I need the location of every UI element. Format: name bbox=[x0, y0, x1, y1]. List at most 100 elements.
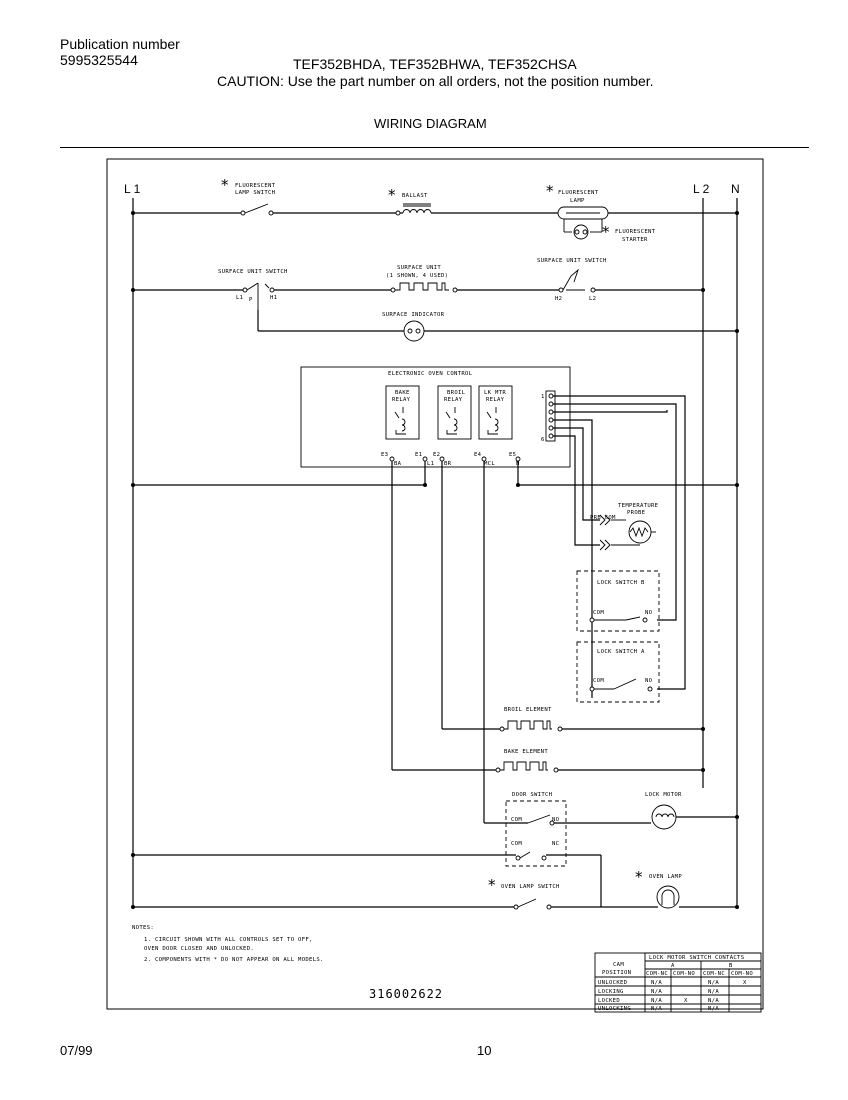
diagram-label: H2 bbox=[555, 296, 562, 302]
diagram-label: MCL bbox=[484, 461, 495, 467]
diagram-label: N/A bbox=[651, 980, 662, 986]
diagram-label: E4 bbox=[474, 452, 482, 458]
diagram-label: X bbox=[684, 998, 688, 1004]
oven-lamp-label: OVEN LAMP bbox=[649, 874, 682, 880]
diagram-label: * bbox=[602, 223, 610, 241]
diagram-label: N/A bbox=[708, 980, 719, 986]
diagram-label: COM bbox=[593, 610, 604, 616]
diagram-label: 6 bbox=[541, 437, 545, 443]
oven-lamp-switch-label: OVEN LAMP SWITCH bbox=[501, 884, 560, 890]
diagram-label: LAMP SWITCH bbox=[235, 190, 275, 196]
diagram-label: NO bbox=[552, 817, 560, 823]
l1-label: L 1 bbox=[124, 182, 141, 196]
diagram-label: * bbox=[388, 186, 396, 204]
diagram-label: UNLOCKED bbox=[598, 980, 628, 986]
notes-heading: NOTES: bbox=[132, 925, 154, 931]
lock-motor-switch-table: LOCK MOTOR SWITCH CONTACTS CAM POSITION … bbox=[594, 952, 762, 1013]
diagram-label: COM-NO bbox=[673, 971, 695, 977]
fluorescent-circuit: * FLUORESCENT LAMP SWITCH * BALLAST * FL… bbox=[131, 176, 739, 243]
diagram-label: H1 bbox=[270, 295, 277, 301]
diagram-label: LK MTR bbox=[484, 390, 506, 396]
diagram-label: COM-NC bbox=[646, 971, 668, 977]
lock-table-title: LOCK MOTOR SWITCH CONTACTS bbox=[649, 955, 744, 961]
diagram-label: X bbox=[743, 980, 747, 986]
diagram-label: 2. COMPONENTS WITH * DO NOT APPEAR ON AL… bbox=[144, 957, 324, 963]
diagram-label: E3 bbox=[381, 452, 388, 458]
lock-motor-relay bbox=[478, 385, 513, 440]
diagram-label: UNLOCKING bbox=[598, 1006, 631, 1012]
surface-unit-circuit: SURFACE UNIT SWITCH SURFACE UNIT (1 SHOW… bbox=[131, 258, 739, 342]
lock-motor-label: LOCK MOTOR bbox=[645, 792, 682, 798]
diagram-label: N/A bbox=[651, 998, 662, 1004]
oven-elements: BROIL ELEMENT BAKE ELEMENT bbox=[392, 707, 705, 773]
oven-control-label: ELECTRONIC OVEN CONTROL bbox=[388, 371, 473, 377]
surface-unit-switch-right bbox=[562, 268, 579, 291]
electronic-oven-control: ELECTRONIC OVEN CONTROL BAKE RELAY BROIL… bbox=[300, 366, 571, 468]
caution-text: CAUTION: Use the part number on all orde… bbox=[217, 73, 654, 89]
diagram-label: LAMP bbox=[570, 198, 585, 204]
broil-element bbox=[504, 720, 552, 730]
broil-relay bbox=[437, 385, 472, 440]
diagram-label: E1 bbox=[415, 452, 422, 458]
surface-unit-switch-right-label: SURFACE UNIT SWITCH bbox=[537, 258, 607, 264]
publication-number: 5995325544 bbox=[60, 52, 138, 68]
lock-switches: LOCK SWITCH B COM NO LOCK SWITCH A COM N… bbox=[576, 570, 660, 703]
diagram-label: PROBE bbox=[627, 510, 646, 516]
diagram-label: L2 bbox=[589, 296, 596, 302]
diagram-label: L1 bbox=[236, 295, 243, 301]
diagram-border bbox=[106, 158, 764, 1010]
lock-switch-a bbox=[576, 641, 660, 703]
oven-control-box bbox=[300, 366, 571, 468]
diagram-label: N/A bbox=[651, 1006, 662, 1012]
control-wiring bbox=[131, 395, 739, 823]
diagram-label: A bbox=[671, 963, 675, 969]
diagram-label: BAKE bbox=[395, 390, 410, 396]
diagram-label: N/A bbox=[651, 989, 662, 995]
diagram-label: LOCKING bbox=[598, 989, 624, 995]
oven-lamp bbox=[656, 885, 680, 909]
ballast-label: BALLAST bbox=[402, 193, 428, 199]
publication-label: Publication number bbox=[60, 36, 180, 52]
footer-date: 07/99 bbox=[60, 1043, 93, 1058]
diagram-label: * bbox=[488, 876, 496, 894]
diagram-label: N/A bbox=[708, 1006, 719, 1012]
bake-element-label: BAKE ELEMENT bbox=[504, 749, 548, 755]
notes: NOTES: 1. CIRCUIT SHOWN WITH ALL CONTROL… bbox=[132, 925, 324, 963]
diagram-label: COM bbox=[593, 678, 604, 684]
diagram-label: NO bbox=[645, 610, 653, 616]
diagram-label: STARTER bbox=[622, 237, 648, 243]
diagram-label: LOCKED bbox=[598, 998, 620, 1004]
diagram-label: 1. CIRCUIT SHOWN WITH ALL CONTROLS SET T… bbox=[144, 937, 313, 943]
l2-label: L 2 bbox=[693, 182, 710, 196]
diagram-label: NC bbox=[552, 841, 559, 847]
diagram-label: * bbox=[635, 868, 643, 886]
page-title: WIRING DIAGRAM bbox=[374, 116, 487, 131]
fluorescent-starter-label: FLUORESCENT bbox=[615, 229, 656, 235]
n-label: N bbox=[731, 182, 740, 196]
fluorescent-starter-icon bbox=[573, 224, 589, 240]
broil-element-label: BROIL ELEMENT bbox=[504, 707, 552, 713]
temperature-probe: TEMPERATURE PROBE PRB COM bbox=[590, 503, 659, 551]
diagram-label: 1 bbox=[541, 394, 545, 400]
temperature-probe-label: TEMPERATURE bbox=[618, 503, 659, 509]
surface-unit-element bbox=[395, 282, 449, 291]
diagram-label: COM bbox=[511, 817, 522, 823]
asterisk-icon: * bbox=[221, 176, 229, 194]
diagram-label: B bbox=[729, 963, 733, 969]
surface-unit-switch-left-label: SURFACE UNIT SWITCH bbox=[218, 269, 288, 275]
title-rule bbox=[60, 147, 809, 148]
power-rails bbox=[132, 198, 738, 905]
fluorescent-lamp-label: FLUORESCENT bbox=[558, 190, 599, 196]
lock-switch-b bbox=[576, 570, 660, 632]
diagram-label: POSITION bbox=[602, 970, 631, 976]
ballast-coil bbox=[402, 209, 432, 214]
diagram-label: L1 bbox=[427, 461, 434, 467]
bake-relay bbox=[385, 385, 420, 440]
drawing-number: 316002622 bbox=[369, 987, 443, 1001]
door-switch-label: DOOR SWITCH bbox=[512, 792, 552, 798]
diagram-label: N/A bbox=[708, 989, 719, 995]
diagram-label: OVEN DOOR CLOSED AND UNLOCKED. bbox=[144, 946, 254, 952]
diagram-label: CAM bbox=[613, 962, 624, 968]
surface-indicator-lamp bbox=[403, 320, 425, 342]
